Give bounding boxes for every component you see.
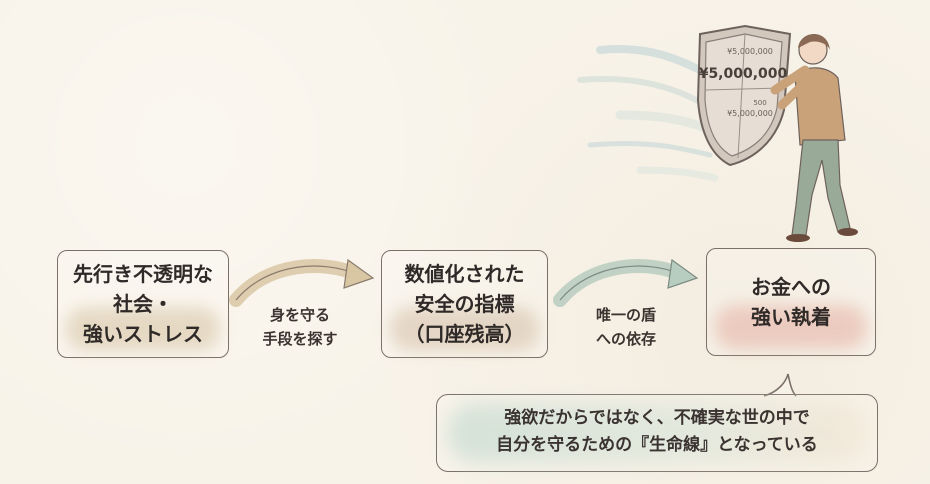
- step-box-numeric-safety: 数値化された 安全の指標 （口座残高）: [381, 250, 548, 358]
- step3-text: お金への 強い執着: [751, 275, 831, 329]
- shield-amount-bottom: ¥5,000,000: [727, 109, 773, 118]
- callout-bubble: 強欲だからではなく、不確実な世の中で 自分を守るための『生命線』となっている: [436, 394, 878, 472]
- callout-tail: [763, 373, 797, 397]
- step1-text: 先行き不透明な 社会・ 強いストレス: [73, 262, 213, 346]
- arrow2-label: 唯一の盾 への依存: [595, 306, 656, 348]
- woman-figure: [770, 34, 858, 242]
- shield-amount-small: 500: [753, 99, 766, 107]
- shield-icon: ¥5,000,000 ¥5,000,000 500 ¥5,000,000: [696, 24, 792, 167]
- callout-text: 強欲だからではなく、不確実な世の中で 自分を守るための『生命線』となっている: [496, 408, 818, 455]
- step-box-money-attachment: お金への 強い執着: [706, 248, 876, 356]
- step2-text: 数値化された 安全の指標 （口座残高）: [404, 262, 525, 346]
- shield-amount-main: ¥5,000,000: [699, 66, 788, 82]
- wind-streaks: [577, 45, 719, 182]
- step-box-uncertain-society: 先行き不透明な 社会・ 強いストレス: [57, 250, 229, 358]
- shield-amount-top: ¥5,000,000: [727, 47, 773, 56]
- curved-arrow-1-icon: [229, 258, 375, 307]
- curved-arrow-2-icon: [553, 258, 699, 307]
- arrow1-label: 身を守る 手段を探す: [262, 306, 338, 348]
- woman-with-shield-illustration: ¥5,000,000 ¥5,000,000 500 ¥5,000,000: [577, 24, 858, 242]
